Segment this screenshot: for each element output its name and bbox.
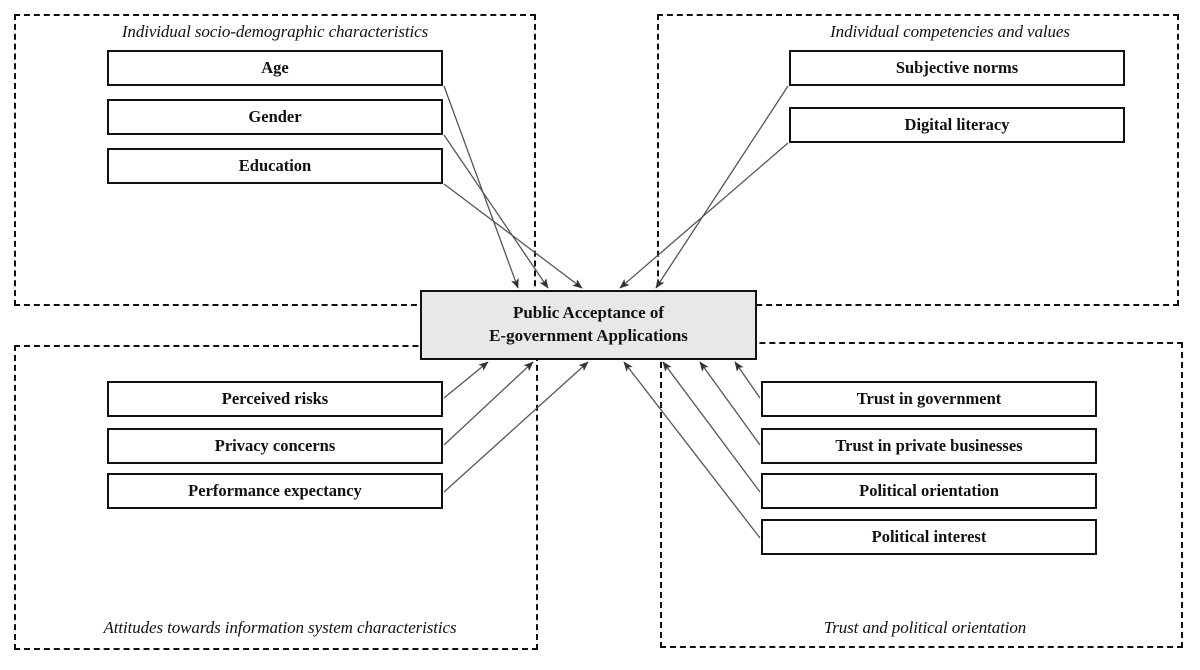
factor-box-performance-expectancy[interactable]: Performance expectancy bbox=[107, 473, 443, 509]
outcome-box-public-acceptance[interactable]: Public Acceptance of E-government Applic… bbox=[420, 290, 757, 360]
group-caption-trust-political: Trust and political orientation bbox=[823, 618, 1027, 637]
factor-box-age[interactable]: Age bbox=[107, 50, 443, 86]
group-caption-competencies-values: Individual competencies and values bbox=[830, 22, 1070, 41]
factor-box-subjective-norms[interactable]: Subjective norms bbox=[789, 50, 1125, 86]
factor-box-privacy-concerns[interactable]: Privacy concerns bbox=[107, 428, 443, 464]
outcome-line-1: Public Acceptance of bbox=[512, 303, 665, 323]
factor-box-education[interactable]: Education bbox=[107, 148, 443, 184]
factor-box-political-orientation[interactable]: Political orientation bbox=[761, 473, 1097, 509]
factor-box-perceived-risks[interactable]: Perceived risks bbox=[107, 381, 443, 417]
factor-box-trust-in-private-businesses[interactable]: Trust in private businesses bbox=[761, 428, 1097, 464]
factor-box-digital-literacy[interactable]: Digital literacy bbox=[789, 107, 1125, 143]
group-frame-attitudes-information-system bbox=[14, 345, 538, 650]
group-caption-socio-demographic: Individual socio-demographic characteris… bbox=[121, 22, 429, 41]
group-caption-attitudes-information-system: Attitudes towards information system cha… bbox=[103, 618, 457, 637]
outcome-line-2: E-government Applications bbox=[489, 326, 688, 345]
factor-box-trust-in-government[interactable]: Trust in government bbox=[761, 381, 1097, 417]
factor-box-gender[interactable]: Gender bbox=[107, 99, 443, 135]
factor-box-political-interest[interactable]: Political interest bbox=[761, 519, 1097, 555]
